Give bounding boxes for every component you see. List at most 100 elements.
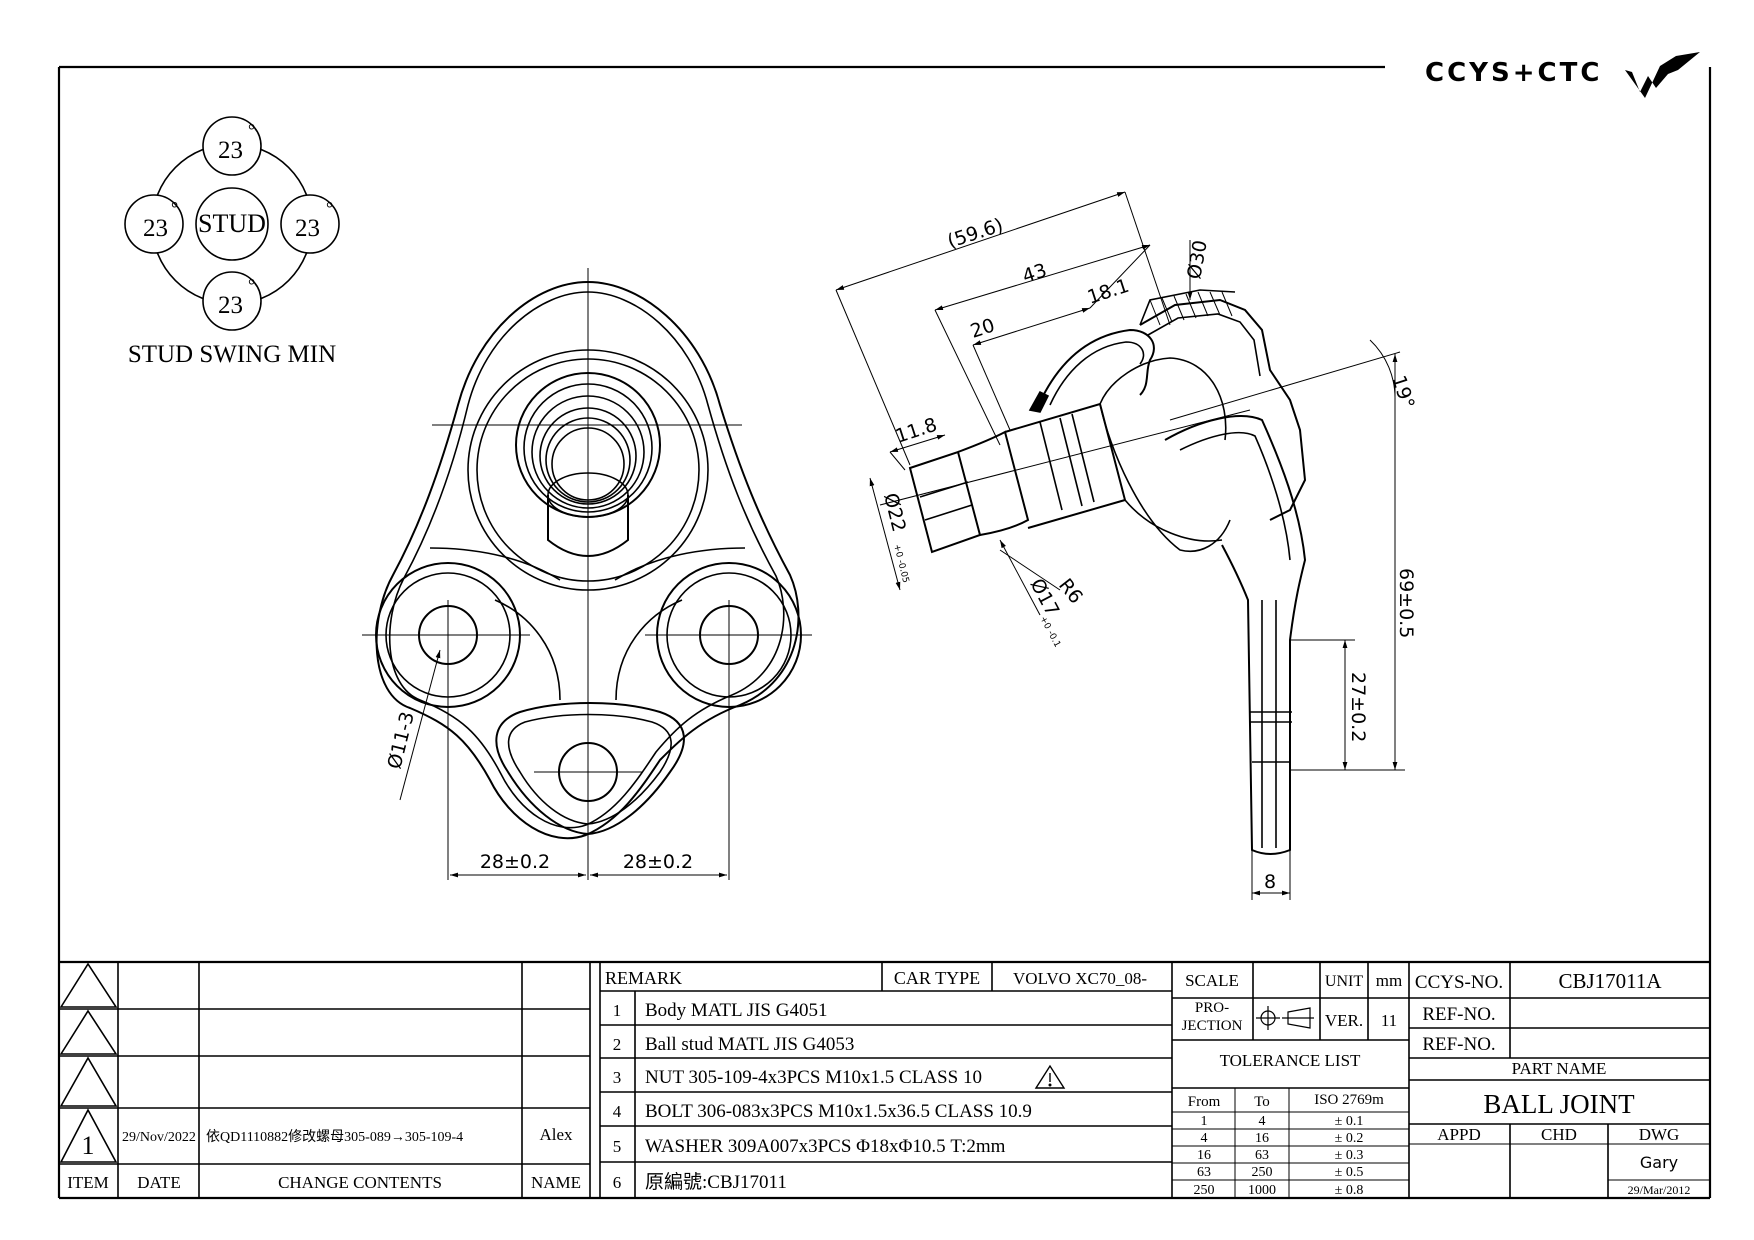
dim-8: 8 <box>1264 871 1276 893</box>
part-name-label: PART NAME <box>1512 1059 1607 1078</box>
svg-text:°: ° <box>248 275 255 295</box>
svg-text:NUT 305-109-4x3PCS M10x1.5 CLA: NUT 305-109-4x3PCS M10x1.5 CLASS 10 <box>645 1067 982 1088</box>
swing-circle-top <box>202 116 262 176</box>
remark-table: REMARK CAR TYPE VOLVO XC70_08- 1 Body MA… <box>605 968 1147 1193</box>
svg-text:± 0.3: ± 0.3 <box>1335 1148 1364 1163</box>
dim-59-6: (59.6) <box>945 214 1006 253</box>
svg-text:4: 4 <box>1259 1114 1266 1129</box>
svg-text:250: 250 <box>1252 1165 1273 1180</box>
ver-label: VER. <box>1325 1011 1363 1030</box>
title-block-grid <box>59 962 1710 1198</box>
unit-value: mm <box>1376 971 1402 990</box>
tolerance-title: TOLERANCE LIST <box>1220 1051 1361 1070</box>
ref-no-label-1: REF-NO. <box>1422 1004 1495 1025</box>
revision-item: 1 <box>82 1131 95 1160</box>
revision-contents: 依QD1110882修改螺母305-089→305-109-4 <box>206 1129 463 1145</box>
swing-circle-left <box>124 194 184 254</box>
top-view-dimensions <box>399 649 727 878</box>
swing-value-right: 23 <box>295 215 320 242</box>
svg-text:3: 3 <box>613 1068 622 1087</box>
drawing-frame <box>57 65 1712 1200</box>
part-info-block: CCYS-NO. CBJ17011A REF-NO. REF-NO. PART … <box>1415 969 1690 1197</box>
ccys-no-value: CBJ17011A <box>1558 969 1662 993</box>
side-view-centerlines <box>879 351 1401 506</box>
svg-text:16: 16 <box>1255 1131 1269 1146</box>
dwg-name: Gary <box>1640 1153 1678 1172</box>
header-change-contents: CHANGE CONTENTS <box>278 1173 442 1192</box>
svg-text:63: 63 <box>1197 1165 1211 1180</box>
svg-text:16: 16 <box>1197 1148 1211 1163</box>
svg-text:2: 2 <box>613 1035 622 1054</box>
warning-icon <box>1034 1064 1066 1089</box>
svg-text:63: 63 <box>1255 1148 1269 1163</box>
dwg-date: 29/Mar/2012 <box>1628 1183 1691 1197</box>
svg-text:BOLT 306-083x3PCS M10x1.5x36.5: BOLT 306-083x3PCS M10x1.5x36.5 CLASS 10.… <box>645 1101 1032 1122</box>
dim-19-deg: 19° <box>1387 373 1418 412</box>
svg-text:± 0.8: ± 0.8 <box>1335 1183 1364 1198</box>
svg-text:± 0.5: ± 0.5 <box>1335 1165 1364 1180</box>
svg-text:± 0.1: ± 0.1 <box>1335 1114 1364 1129</box>
svg-text:1000: 1000 <box>1248 1183 1276 1198</box>
svg-text:250: 250 <box>1194 1183 1215 1198</box>
header-date: DATE <box>137 1173 180 1192</box>
dim-dia-17: Ø17 <box>1026 575 1064 620</box>
svg-text:6: 6 <box>613 1173 622 1192</box>
dim-11-8: 11.8 <box>893 414 940 448</box>
svg-text:ISO 2769m: ISO 2769m <box>1314 1092 1384 1108</box>
car-type-label: CAR TYPE <box>894 968 980 988</box>
ref-no-label-2: REF-NO. <box>1422 1034 1495 1055</box>
part-name-value: BALL JOINT <box>1483 1089 1635 1119</box>
appd-label: APPD <box>1437 1125 1480 1144</box>
dim-hole-dia: Ø11-3 <box>384 710 419 772</box>
ver-value: 11 <box>1381 1011 1397 1030</box>
scale-tolerance-block: SCALE UNIT mm PRO- JECTION VER. 11 TOLER… <box>1182 971 1403 1198</box>
dim-69: 69±0.5 <box>1395 568 1417 638</box>
stud-swing-diagram <box>124 116 340 331</box>
side-view-drawing <box>908 289 1307 855</box>
ccys-no-label: CCYS-NO. <box>1415 972 1503 993</box>
swing-circle-center <box>195 187 269 261</box>
svg-text:4: 4 <box>613 1102 622 1121</box>
svg-text:原編號:CBJ17011: 原編號:CBJ17011 <box>645 1171 787 1193</box>
side-view-dim-labels: (59.6) 43 18.1 20 11.8 Ø30 19° 69±0.5 27… <box>879 214 1418 893</box>
svg-text:From: From <box>1188 1094 1221 1110</box>
svg-text:°: ° <box>326 198 333 218</box>
swing-center-label: STUD <box>198 209 266 238</box>
swing-circle-right <box>280 194 340 254</box>
svg-text:1: 1 <box>1201 1114 1208 1129</box>
header-name: NAME <box>531 1173 581 1192</box>
dim-dia-30: Ø30 <box>1183 239 1211 281</box>
dwg-label: DWG <box>1639 1125 1680 1144</box>
dim-18-1: 18.1 <box>1085 275 1132 309</box>
revision-name: Alex <box>539 1125 573 1144</box>
swing-value-bottom: 23 <box>218 292 243 319</box>
svg-text:4: 4 <box>1201 1131 1208 1146</box>
dim-43: 43 <box>1020 259 1050 287</box>
remark-title: REMARK <box>605 968 682 988</box>
dim-dia-22-tol: +0 -0.05 <box>891 543 910 584</box>
revision-triangles <box>59 962 118 1163</box>
svg-text:1: 1 <box>613 1001 622 1020</box>
chd-label: CHD <box>1541 1125 1577 1144</box>
side-view-dimensions <box>835 191 1405 900</box>
dim-28-left: 28±0.2 <box>480 851 550 873</box>
dim-28-right: 28±0.2 <box>623 851 693 873</box>
projection-symbol-icon <box>1256 1006 1314 1030</box>
svg-text:± 0.2: ± 0.2 <box>1335 1131 1364 1146</box>
svg-text:WASHER 309A007x3PCS Φ18xΦ10.5: WASHER 309A007x3PCS Φ18xΦ10.5 T:2mm <box>645 1136 1006 1157</box>
svg-text:Ball stud MATL JIS G4053: Ball stud MATL JIS G4053 <box>645 1034 854 1055</box>
top-view-centerlines <box>362 268 812 880</box>
company-logo: CCYS+CTC <box>1425 52 1700 98</box>
svg-text:To: To <box>1254 1094 1270 1110</box>
car-type-value: VOLVO XC70_08- <box>1013 969 1147 988</box>
scale-label: SCALE <box>1185 971 1239 990</box>
dim-dia-17-tol: +0 -0.1 <box>1037 615 1062 649</box>
swing-title: STUD SWING MIN <box>128 341 336 368</box>
stud-swing-labels: 23 23 23 23 ° ° ° ° STUD STUD SWING MIN <box>128 120 336 368</box>
header-item: ITEM <box>67 1173 109 1192</box>
projection-label: PRO- <box>1195 1000 1229 1016</box>
svg-text:°: ° <box>171 198 178 218</box>
projection-label-2: JECTION <box>1182 1018 1243 1034</box>
swing-value-left: 23 <box>143 215 168 242</box>
